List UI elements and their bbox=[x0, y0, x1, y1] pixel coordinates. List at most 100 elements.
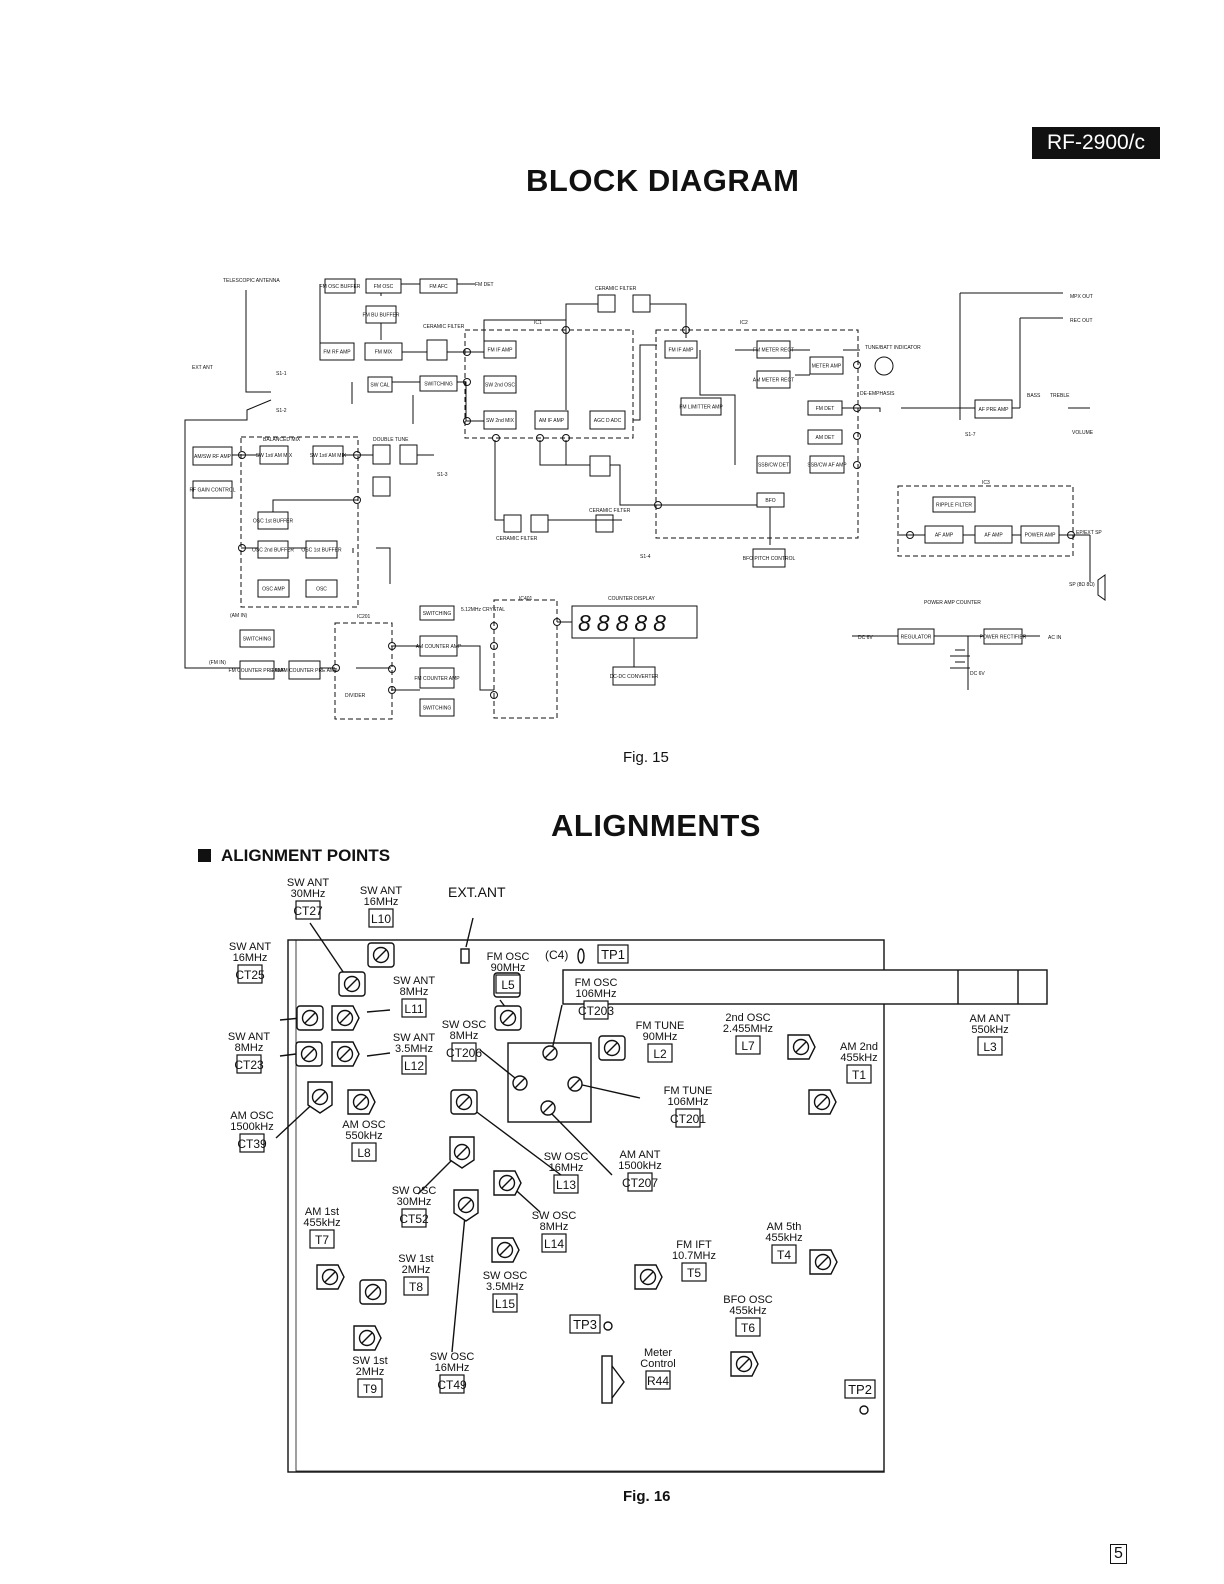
diagram-label: AC IN bbox=[1048, 635, 1062, 641]
ext-ant-label: EXT.ANT bbox=[448, 884, 506, 900]
block-label: SW 1st/ AM MIX bbox=[310, 453, 347, 459]
point-frequency: 2MHz bbox=[402, 1264, 431, 1276]
block-label: FM MIX bbox=[375, 350, 393, 356]
block-label: RIPPLE FILTER bbox=[936, 503, 972, 509]
ext-ant-jack bbox=[460, 948, 470, 964]
point-frequency: 8MHz bbox=[235, 1042, 264, 1054]
diagram-label: S1-2 bbox=[276, 408, 287, 414]
point-frequency: 455kHz bbox=[765, 1232, 802, 1244]
diagram-label: TUNE/BATT INDICATOR bbox=[865, 345, 921, 351]
junction-nodes bbox=[238, 326, 1075, 699]
block-bfo: BFO bbox=[756, 492, 785, 508]
diagram-label: IC1 bbox=[534, 320, 542, 326]
block-label: FM IF AMP bbox=[488, 348, 514, 354]
point-name: 2nd OSC bbox=[725, 1012, 770, 1024]
point-frequency: 3.5MHz bbox=[395, 1043, 433, 1055]
block-label: OSC AMP bbox=[262, 587, 285, 593]
test-point-tp1: TP1 bbox=[597, 944, 629, 964]
block-label: SWITCHING bbox=[423, 611, 452, 617]
block-label: FM LIMITTER AMP bbox=[679, 405, 723, 411]
fm-tuner-pack bbox=[507, 1042, 592, 1123]
point-name: SW ANT bbox=[360, 885, 402, 897]
adjustment-screw-icon bbox=[787, 1034, 816, 1060]
bullet-icon bbox=[198, 849, 211, 862]
block-fm-bu-buffer: FM BU BUFFER bbox=[363, 305, 400, 324]
double-tune-2 bbox=[399, 444, 418, 465]
point-reference: CT27 bbox=[293, 904, 323, 918]
block-fm-osc: FM OSC bbox=[365, 278, 402, 294]
block-label: SW 1st/ AM MIX bbox=[256, 453, 293, 459]
test-point-tp2: TP2 bbox=[844, 1379, 876, 1399]
block-label: SSB/CW DET bbox=[758, 463, 789, 469]
point-reference: L13 bbox=[556, 1178, 576, 1192]
block-agc-d-adc: AGC D ADC bbox=[589, 410, 626, 430]
point-name: FM TUNE bbox=[664, 1085, 713, 1097]
display-digits: 88888 bbox=[578, 610, 672, 636]
diagram-label: CERAMIC FILTER bbox=[423, 324, 465, 330]
block-osc: OSC bbox=[305, 579, 338, 598]
point-name: BFO OSC bbox=[723, 1294, 773, 1306]
meter-control-trimmer bbox=[601, 1355, 613, 1404]
diagram-label: TREBLE bbox=[1050, 393, 1070, 399]
point-name: AM ANT bbox=[970, 1013, 1011, 1025]
block-am-sw-rf-amp: AM/SW RF AMP bbox=[192, 446, 233, 466]
diagram-label: IC3 bbox=[982, 480, 990, 486]
point-reference: L14 bbox=[544, 1237, 564, 1251]
block-af-amp: AF AMP bbox=[974, 525, 1013, 544]
diagram-label: REC OUT bbox=[1070, 318, 1093, 324]
diagram-label: DC 6V bbox=[970, 671, 985, 677]
block-label: OSC bbox=[316, 587, 327, 593]
block-fm-limitter-amp: FM LIMITTER AMP bbox=[679, 397, 723, 416]
fig16-caption: Fig. 16 bbox=[623, 1488, 671, 1505]
point-frequency: 1500kHz bbox=[230, 1121, 273, 1133]
adjustment-screw-icon bbox=[338, 971, 366, 997]
point-frequency: 8MHz bbox=[400, 986, 429, 998]
block-label: FM DET bbox=[816, 406, 835, 412]
ic201-outline bbox=[334, 622, 393, 720]
block-switching: SWITCHING bbox=[239, 629, 275, 648]
block-power-rectifier: POWER RECTIFIER bbox=[980, 628, 1027, 645]
block-label: AF PRE AMP bbox=[978, 407, 1009, 413]
point-name: AM 1st bbox=[305, 1206, 339, 1218]
point-reference: CT206 bbox=[446, 1046, 482, 1060]
block-label: AM/SW RF AMP bbox=[194, 454, 232, 460]
ic3-outline bbox=[897, 485, 1074, 557]
point-name: AM OSC bbox=[342, 1119, 385, 1131]
block-label: AM DET bbox=[816, 435, 835, 441]
block-label: BFO bbox=[765, 498, 775, 504]
diagram-label: IC201 bbox=[357, 614, 371, 620]
adjustment-screw-icon bbox=[493, 1170, 522, 1196]
diagram-label: 5.12MHz CRYSTAL bbox=[461, 607, 505, 613]
diagram-label: CERAMIC FILTER bbox=[589, 508, 631, 514]
point-name: FM TUNE bbox=[636, 1020, 685, 1032]
diagram-label: (AM IN) bbox=[230, 613, 248, 619]
block-label: FM RF AMP bbox=[323, 350, 351, 356]
tp3-dot bbox=[603, 1321, 613, 1331]
adjustment-screw-icon bbox=[494, 1005, 522, 1031]
point-frequency: 16MHz bbox=[435, 1362, 470, 1374]
point-reference: L2 bbox=[653, 1047, 667, 1061]
ceramic-filter-1 bbox=[597, 294, 616, 313]
block-fm-if-amp: FM IF AMP bbox=[483, 340, 517, 359]
point-frequency: 550kHz bbox=[971, 1024, 1008, 1036]
point-reference: L12 bbox=[404, 1059, 424, 1073]
point-reference: L10 bbox=[371, 912, 391, 926]
point-reference: CT49 bbox=[437, 1378, 467, 1392]
point-reference: CT25 bbox=[235, 968, 265, 982]
diagram-label: DIVIDER bbox=[345, 693, 366, 699]
block-switching: SWITCHING bbox=[419, 375, 458, 392]
point-frequency: 8MHz bbox=[540, 1221, 569, 1233]
adjustment-screw-icon bbox=[359, 1279, 387, 1305]
block-label: FM BU BUFFER bbox=[363, 313, 400, 319]
point-frequency: 455kHz bbox=[303, 1217, 340, 1229]
adjustment-screw-icon bbox=[453, 1189, 479, 1222]
adjustment-screw-icon bbox=[491, 1237, 520, 1263]
